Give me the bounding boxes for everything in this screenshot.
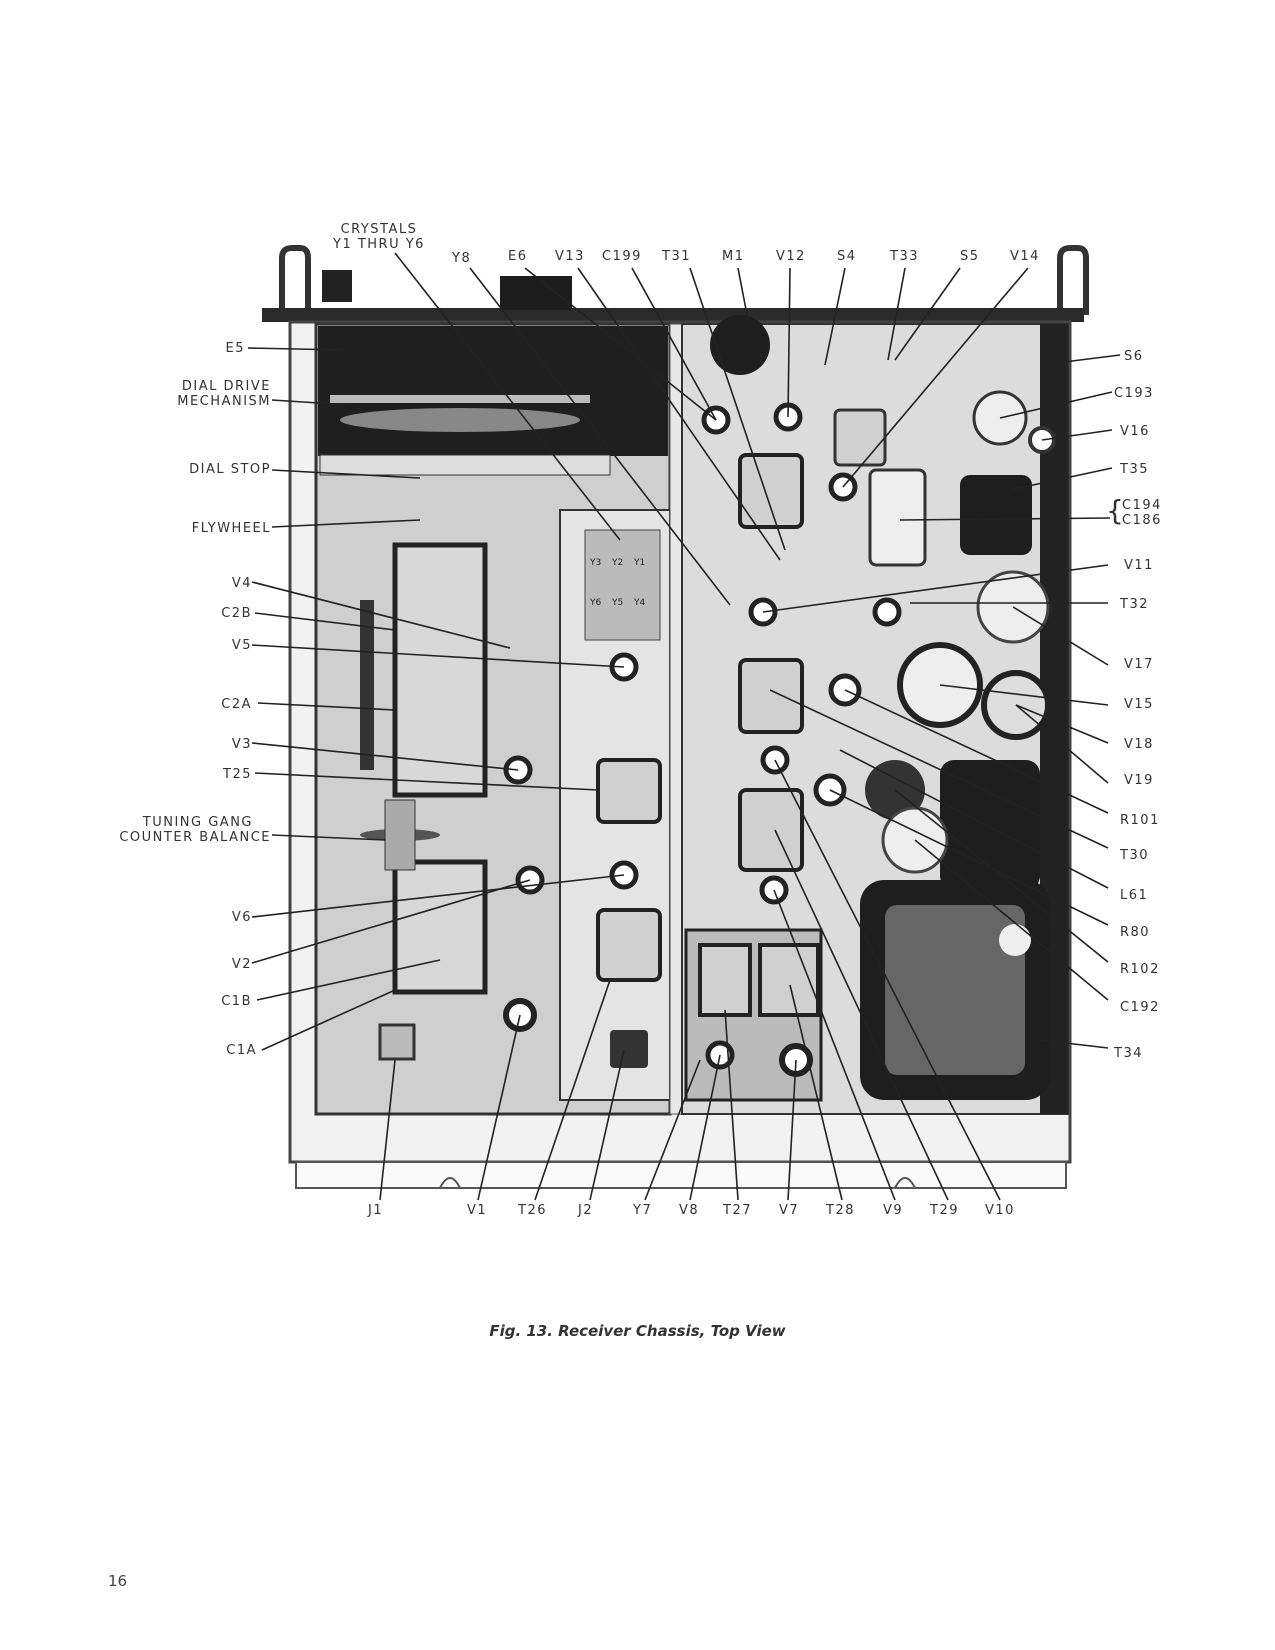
label-c193: C193 [1114,386,1154,401]
label-t26: T26 [518,1203,547,1218]
label-y7: Y7 [633,1203,653,1218]
label-tuning-gang-line2: COUNTER BALANCE [119,830,271,845]
label-v15: V15 [1124,697,1154,712]
label-t31: T31 [662,249,691,264]
label-dial-drive-line2: MECHANISM [177,394,271,409]
label-dial-stop: DIAL STOP [189,462,271,477]
label-v6: V6 [231,910,252,925]
label-r101: R101 [1120,813,1160,828]
crystal-y4: Y4 [633,598,645,608]
label-t25: T25 [223,767,252,782]
label-m1: M1 [722,249,745,264]
label-v9: V9 [883,1203,904,1218]
label-c2a: C2A [221,697,252,712]
label-y8: Y8 [452,251,472,266]
label-s6: S6 [1124,349,1144,364]
label-dial-drive-mechanism: DIAL DRIVE MECHANISM [177,379,271,409]
label-c194: C194 [1122,498,1162,513]
label-v18: V18 [1124,737,1154,752]
label-t33: T33 [890,249,919,264]
label-v5: V5 [231,638,252,653]
label-j1: J1 [368,1203,384,1218]
label-v19: V19 [1124,773,1154,788]
label-v10: V10 [985,1203,1015,1218]
label-v3: V3 [231,737,252,752]
label-r102: R102 [1120,962,1160,977]
label-s4: S4 [837,249,857,264]
brace-icon: { [1106,494,1124,527]
label-r80: R80 [1120,925,1151,940]
page-number: 16 [108,1572,128,1590]
label-t35: T35 [1120,462,1149,477]
crystal-y3: Y3 [589,558,601,568]
chassis-photo: Y3 Y2 Y1 Y6 Y5 Y4 [247,245,1121,1201]
label-j2: J2 [578,1203,594,1218]
label-v14: V14 [1010,249,1040,264]
label-t28: T28 [826,1203,855,1218]
label-tuning-gang-counter-balance: TUNING GANG COUNTER BALANCE [119,815,271,845]
leader-lines [247,252,1121,1201]
label-crystals-line1: CRYSTALS [340,222,418,237]
label-e5: E5 [225,341,245,356]
label-v16: V16 [1120,424,1150,439]
crystal-y1: Y1 [633,558,645,568]
label-t30: T30 [1120,848,1149,863]
label-v4: V4 [231,576,252,591]
label-v17: V17 [1124,657,1154,672]
label-c1a: C1A [226,1043,257,1058]
label-v8: V8 [679,1203,700,1218]
label-c194-c186: C194 C186 [1122,498,1162,528]
label-v2: V2 [231,957,252,972]
label-t27: T27 [723,1203,752,1218]
label-t29: T29 [930,1203,959,1218]
label-e6: E6 [508,249,528,264]
label-t34: T34 [1114,1046,1143,1061]
label-v7: V7 [779,1203,800,1218]
figure-caption: Fig. 13. Receiver Chassis, Top View [489,1322,786,1340]
label-c1b: C1B [221,994,252,1009]
label-c199: C199 [602,249,642,264]
crystal-y2: Y2 [611,558,623,568]
label-v11: V11 [1124,558,1154,573]
label-c186: C186 [1122,513,1162,528]
label-flywheel: FLYWHEEL [191,521,271,536]
label-s5: S5 [960,249,980,264]
label-v12: V12 [776,249,806,264]
label-v13: V13 [555,249,585,264]
label-c2b: C2B [221,606,252,621]
label-dial-drive-line1: DIAL DRIVE [181,379,271,394]
label-tuning-gang-line1: TUNING GANG [142,815,253,830]
label-crystals: CRYSTALS Y1 THRU Y6 [333,222,425,252]
crystal-y6: Y6 [589,598,601,608]
chassis-body: Y3 Y2 Y1 Y6 Y5 Y4 [262,245,1089,1189]
label-crystals-line2: Y1 THRU Y6 [333,237,425,252]
label-c192: C192 [1120,1000,1160,1015]
crystal-y5: Y5 [611,598,623,608]
label-v1: V1 [467,1203,488,1218]
label-l61: L61 [1120,888,1149,903]
label-t32: T32 [1120,597,1149,612]
